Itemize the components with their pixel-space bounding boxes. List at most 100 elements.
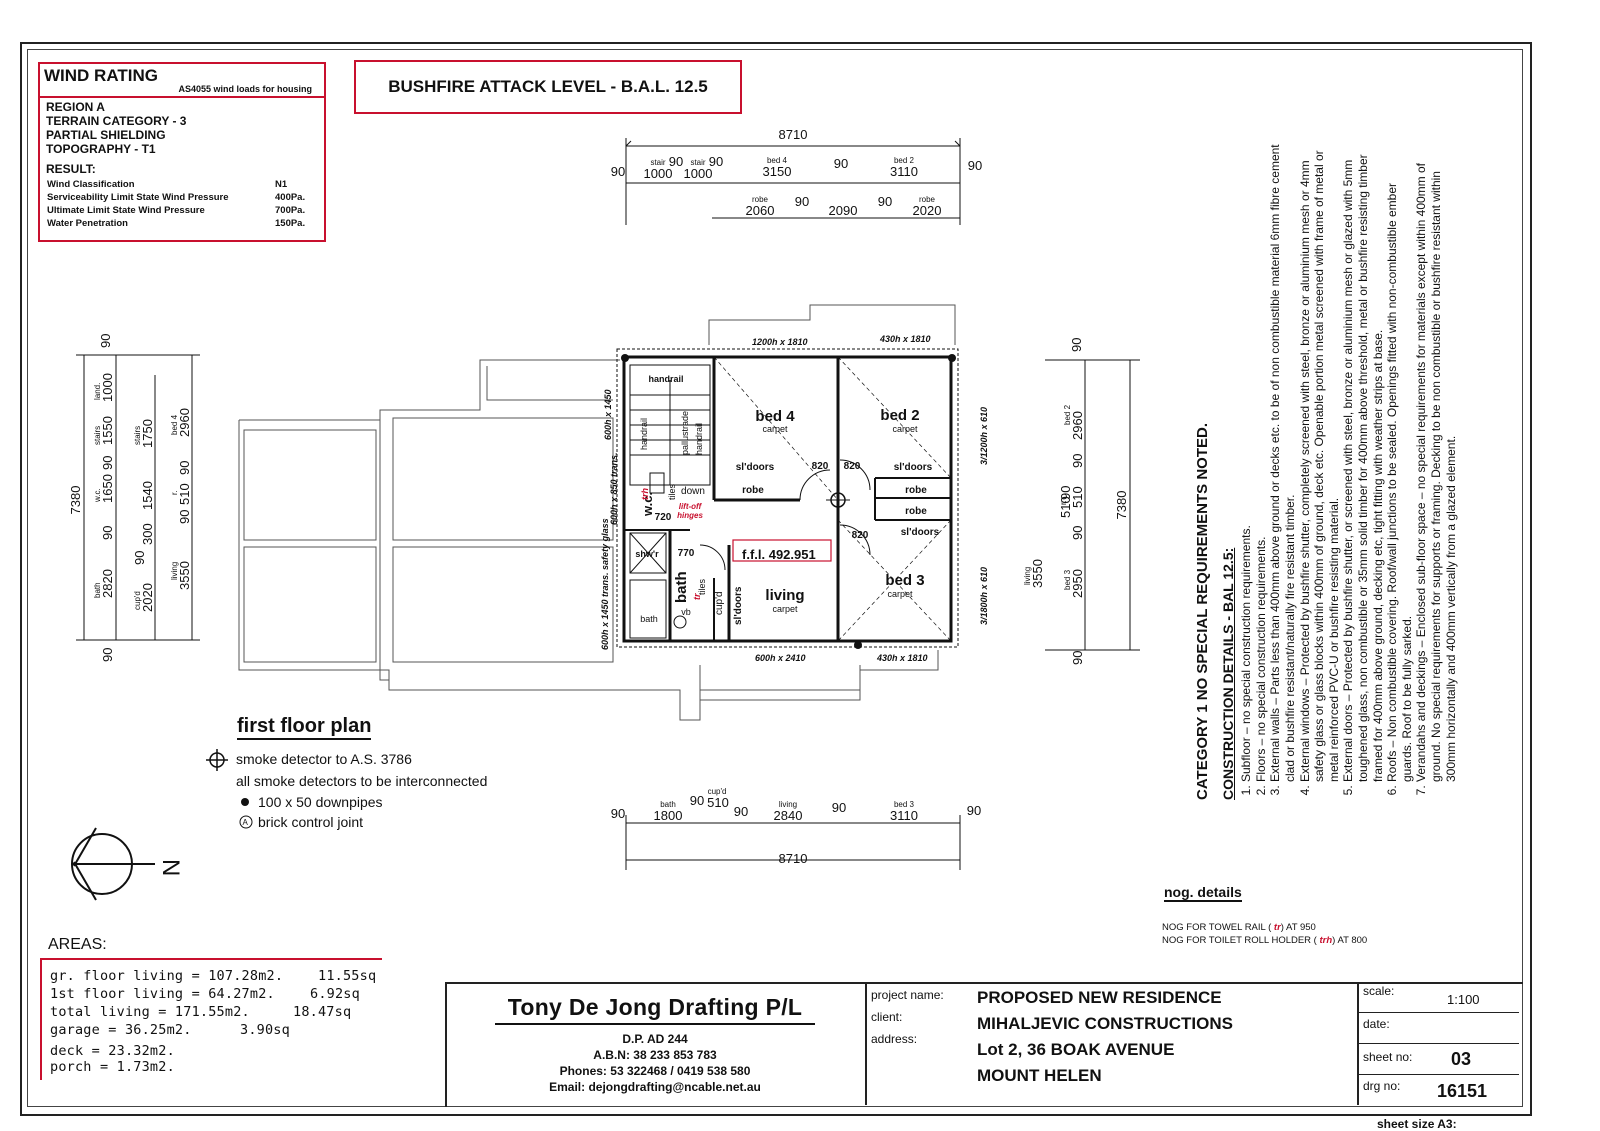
garage-roof-1	[243, 429, 377, 541]
svg-text:lift-off: lift-off	[679, 502, 703, 511]
list-item: External walls – Parts less than 400mm a…	[1268, 140, 1297, 782]
upper-eave-line	[616, 348, 959, 648]
svg-text:2020: 2020	[913, 203, 942, 218]
svg-text:1000: 1000	[644, 166, 673, 181]
svg-text:90: 90	[1069, 338, 1084, 352]
nog-toilet-roll: NOG FOR TOILET ROLL HOLDER ( trh) AT 800	[1162, 935, 1368, 946]
list-item: External windows – Protected by bushfire…	[1298, 140, 1342, 782]
svg-text:bath: bath	[640, 614, 658, 624]
svg-text:430h x 1810: 430h x 1810	[876, 653, 928, 663]
svg-text:90: 90	[1070, 651, 1085, 665]
svg-text:3/1200h x 610: 3/1200h x 610	[979, 407, 989, 465]
room-bed3: bed 3	[885, 572, 924, 589]
project-name: PROPOSED NEW RESIDENCE	[977, 988, 1222, 1007]
svg-text:90: 90	[878, 194, 892, 209]
legend-interconnect: all smoke detectors to be interconnected	[236, 773, 488, 789]
svg-text:bed 2: bed 2	[1063, 404, 1072, 425]
svg-text:bath: bath	[93, 582, 102, 598]
svg-text:stair: stair	[690, 158, 705, 167]
svg-text:bed 2: bed 2	[894, 156, 915, 165]
svg-text:bed 4: bed 4	[170, 414, 179, 435]
wind-standard: AS4055 wind loads for housing	[178, 84, 312, 94]
sheet-info-block: scale: 1:100 date: sheet no: 03 drg no: …	[1359, 982, 1521, 1105]
roof-outline-2	[379, 359, 620, 690]
sheet-number: 03	[1451, 1049, 1472, 1069]
svg-text:90: 90	[611, 164, 625, 179]
svg-text:tr: tr	[692, 593, 702, 600]
list-item: 1st floor living = 64.27m2.6.92sq	[50, 986, 360, 1002]
svg-text:robe: robe	[919, 195, 936, 204]
svg-text:bed 4: bed 4	[767, 156, 788, 165]
svg-text:2950: 2950	[1070, 569, 1085, 598]
list-item: gr. floor living = 107.28m2.11.55sq	[50, 968, 377, 984]
svg-text:1750: 1750	[140, 419, 155, 448]
plan-title: first floor plan	[237, 715, 372, 740]
drawing-number: 16151	[1437, 1081, 1488, 1101]
svg-text:stairs: stairs	[93, 426, 102, 445]
svg-text:510: 510	[1070, 486, 1085, 508]
svg-text:tiles: tiles	[697, 578, 707, 595]
svg-text:1650: 1650	[100, 474, 115, 503]
svg-text:1200h x 1810: 1200h x 1810	[752, 337, 808, 347]
svg-text:trh: trh	[640, 488, 650, 500]
svg-text:living: living	[1023, 567, 1032, 585]
list-item: Floors – no special construction require…	[1254, 140, 1269, 782]
svg-text:carpet: carpet	[887, 589, 913, 599]
svg-text:hinges: hinges	[677, 511, 703, 520]
wind-rating-title: WIND RATING	[44, 66, 158, 85]
table-row: Serviceability Limit State Wind Pressure…	[47, 192, 306, 203]
wind-result-label: RESULT:	[46, 162, 96, 176]
downpipe-icon	[241, 798, 249, 806]
svg-text:90: 90	[690, 793, 704, 808]
title-block	[445, 982, 1523, 1107]
svg-text:A: A	[243, 818, 249, 827]
svg-text:cup'd: cup'd	[714, 591, 725, 615]
svg-text:90: 90	[968, 158, 982, 173]
svg-text:handrail: handrail	[639, 418, 649, 450]
drawing-inner-border	[27, 49, 1523, 1107]
firm-name: Tony De Jong Drafting P/L	[507, 994, 803, 1020]
svg-text:3550: 3550	[177, 561, 192, 590]
svg-text:3/1800h x 610: 3/1800h x 610	[979, 567, 989, 625]
svg-text:stairs: stairs	[133, 426, 142, 445]
project-block: project name: client: address: PROPOSED …	[867, 982, 1359, 1105]
room-bed2: bed 2	[880, 407, 919, 424]
north-arrow-icon	[71, 827, 155, 901]
firm-block: Tony De Jong Drafting P/L D.P. AD 244 A.…	[445, 982, 867, 1105]
svg-text:510: 510	[707, 795, 729, 810]
svg-text:sl'doors: sl'doors	[733, 586, 744, 625]
svg-text:90: 90	[98, 334, 113, 348]
svg-text:300: 300	[140, 523, 155, 545]
category-heading: CATEGORY 1 NO SPECIAL REQUIREMENTS NOTED…	[1194, 423, 1211, 800]
svg-text:living: living	[170, 562, 179, 580]
project-suburb: MOUNT HELEN	[977, 1066, 1102, 1085]
ffl-box	[732, 539, 832, 562]
firm-email: Email: dejongdrafting@ncable.net.au	[549, 1080, 761, 1094]
dim-bottom-overall: 8710	[779, 851, 808, 866]
svg-text:w.c.: w.c.	[93, 488, 102, 503]
drawing-border	[20, 42, 1532, 1116]
project-address: Lot 2, 36 BOAK AVENUE	[977, 1040, 1175, 1059]
dim-top-overall: 8710	[779, 127, 808, 142]
svg-text:sl'doors: sl'doors	[894, 462, 933, 473]
svg-text:sl'doors: sl'doors	[901, 527, 940, 538]
svg-text:820: 820	[812, 461, 829, 472]
svg-text:2960: 2960	[1070, 411, 1085, 440]
room-bed4: bed 4	[755, 408, 795, 425]
svg-text:90: 90	[1070, 454, 1085, 468]
svg-text:90: 90	[709, 154, 723, 169]
svg-text:vb: vb	[681, 607, 691, 617]
list-item: total living = 171.55m2.18.47sq	[50, 1004, 352, 1020]
list-item: porch = 1.73m2.	[50, 1059, 175, 1075]
construction-notes: CATEGORY 1 NO SPECIAL REQUIREMENTS NOTED…	[1194, 140, 1496, 800]
svg-text:robe: robe	[742, 485, 764, 496]
dim-left-overall: 7380	[68, 486, 83, 515]
svg-text:90: 90	[734, 804, 748, 819]
svg-text:handrail: handrail	[648, 374, 683, 384]
list-item: deck = 23.32m2.	[50, 1043, 175, 1059]
svg-text:3110: 3110	[890, 808, 918, 823]
svg-text:land.: land.	[93, 383, 102, 400]
svg-text:handrail: handrail	[694, 423, 704, 455]
